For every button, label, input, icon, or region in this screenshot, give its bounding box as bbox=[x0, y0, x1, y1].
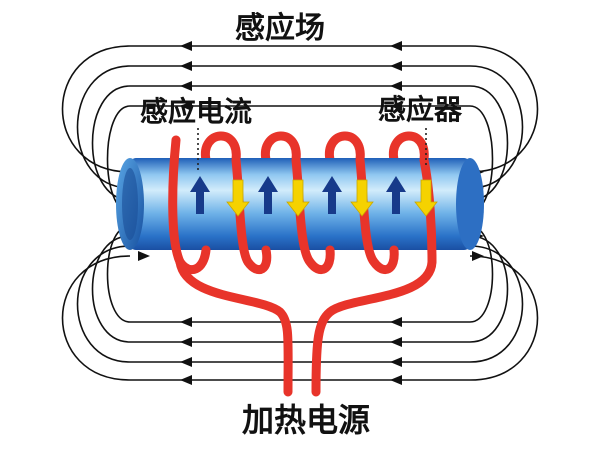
field-loop-top-1 bbox=[61, 45, 539, 173]
induced-current-label: 感应电流 bbox=[140, 95, 253, 128]
arrow-down-icon bbox=[414, 179, 438, 217]
arrow-down-icon bbox=[286, 179, 310, 217]
field-loop-top-3 bbox=[91, 85, 509, 201]
label-leaders bbox=[197, 128, 427, 172]
field-loop-bottom-2 bbox=[91, 235, 509, 343]
field-loop-top-4 bbox=[106, 105, 494, 213]
field-loop-top-2 bbox=[76, 65, 524, 189]
arrow-down-icon bbox=[350, 179, 374, 217]
coil-back bbox=[200, 131, 429, 165]
heating-power-label: 加热电源 bbox=[242, 401, 371, 439]
field-loop-bottom-3 bbox=[76, 245, 524, 363]
inductor-label: 感应器 bbox=[378, 93, 463, 126]
arrow-up-icon bbox=[190, 176, 210, 214]
arrow-up-icon bbox=[322, 176, 342, 214]
field-loop-bottom-4 bbox=[61, 255, 539, 381]
arrow-down-icon bbox=[226, 179, 250, 217]
arrow-up-icon bbox=[386, 176, 406, 214]
coil-direction-arrows bbox=[226, 179, 438, 217]
induced-current-arrows bbox=[190, 176, 406, 214]
arrow-up-icon bbox=[258, 176, 278, 214]
induction-field-label: 感应场 bbox=[235, 11, 325, 46]
field-lines bbox=[61, 45, 539, 381]
